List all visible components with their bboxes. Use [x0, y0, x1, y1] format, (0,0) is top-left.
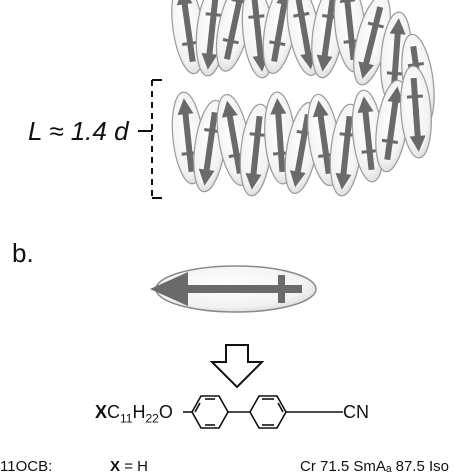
biphenyl-ring-icon [249, 395, 287, 429]
substituent-symbol: X [110, 458, 121, 475]
chain-carbon-count: 11 [120, 411, 133, 426]
panel-b-label: b. [12, 238, 34, 268]
chain-carbon: C [107, 402, 121, 422]
substituent-definition: X = H [110, 458, 148, 475]
phase-sequence: Cr 71.5 SmAₐ 87.5 Iso [300, 458, 449, 475]
cyano-group-label: CN [343, 402, 369, 422]
bottom-molecular-layer [167, 64, 435, 198]
linker-atom: O [158, 402, 173, 422]
terminal-group-symbol: X [95, 402, 108, 422]
layer-spacing-bracket [138, 79, 162, 199]
biphenyl-ring-icon [191, 395, 229, 429]
substituent-value: = H [124, 458, 148, 475]
chain-hydrogen: H [132, 402, 146, 422]
layer-spacing-label: L ≈ 1.4 d [28, 116, 129, 146]
alkoxy-chain-formula: XC11H22O [95, 402, 173, 426]
single-molecule-ellipsoid [150, 265, 317, 313]
compound-name: 11OCB: [0, 458, 53, 475]
biphenyl-structure [183, 395, 343, 429]
dipole-arrow-icon [150, 272, 302, 306]
down-arrow-icon [209, 344, 265, 389]
chain-hydrogen-count: 22 [145, 411, 159, 426]
